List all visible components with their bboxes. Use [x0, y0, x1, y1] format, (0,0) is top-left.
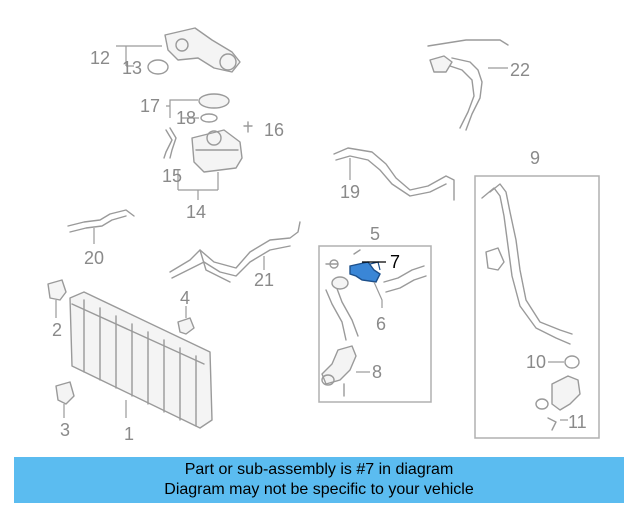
info-banner: Part or sub-assembly is #7 in diagram Di…: [14, 457, 624, 503]
callout-22[interactable]: 22: [510, 60, 530, 80]
coolant-flange-part-12[interactable]: [164, 27, 241, 73]
callout-19[interactable]: 19: [340, 182, 360, 202]
banner-line-2: Diagram may not be specific to your vehi…: [164, 481, 474, 498]
callout-12[interactable]: 12: [90, 48, 110, 68]
callout-3[interactable]: 3: [60, 420, 70, 440]
mount-part-2[interactable]: [47, 279, 67, 301]
callout-20[interactable]: 20: [84, 248, 104, 268]
callout-16[interactable]: 16: [264, 120, 284, 140]
callout-5[interactable]: 5: [370, 224, 380, 244]
bolt-part-16[interactable]: [243, 121, 253, 133]
callout-13[interactable]: 13: [122, 58, 142, 78]
callout-17[interactable]: 17: [140, 96, 160, 116]
group-box-9: [474, 175, 600, 439]
o-ring-part-10[interactable]: [564, 355, 580, 369]
callout-1[interactable]: 1: [124, 424, 134, 444]
flange-part-8[interactable]: [321, 345, 357, 397]
parts-diagram: 1 2 3 4 5 6 7 8 9 10 11 12 13 14 15 16 1…: [47, 27, 600, 444]
callout-2[interactable]: 2: [52, 320, 62, 340]
callout-18[interactable]: 18: [176, 108, 196, 128]
o-ring-part-13[interactable]: [147, 59, 169, 75]
seal-part-18[interactable]: [200, 113, 218, 123]
hose-part-9[interactable]: [481, 183, 573, 345]
callout-21[interactable]: 21: [254, 270, 274, 290]
hose-part-20[interactable]: [67, 209, 135, 233]
coolant-reservoir-part-14[interactable]: [191, 129, 243, 173]
reservoir-cap-part-17[interactable]: [198, 93, 230, 109]
callout-10[interactable]: 10: [526, 352, 546, 372]
bracket-part-4[interactable]: [177, 317, 195, 335]
callout-9[interactable]: 9: [530, 148, 540, 168]
callout-14[interactable]: 14: [186, 202, 206, 222]
coolant-flange-part-7[interactable]: [349, 261, 381, 283]
mount-part-3[interactable]: [55, 381, 75, 405]
callout-15[interactable]: 15: [162, 166, 182, 186]
banner-line-1: Part or sub-assembly is #7 in diagram: [184, 461, 454, 478]
hose-part-6[interactable]: [325, 265, 427, 341]
callout-6[interactable]: 6: [376, 314, 386, 334]
callout-8[interactable]: 8: [372, 362, 382, 382]
hose-part-22[interactable]: [427, 39, 509, 131]
callout-11[interactable]: 11: [568, 412, 587, 432]
hose-part-15[interactable]: [163, 127, 177, 159]
flange-part-11[interactable]: [535, 375, 581, 431]
callout-4[interactable]: 4: [180, 288, 190, 308]
group-box-5: [318, 245, 432, 403]
coolant-pipe-part-19[interactable]: [333, 147, 455, 201]
callout-7[interactable]: 7: [390, 252, 400, 272]
radiator-part-1[interactable]: [69, 291, 213, 429]
sensor-connector[interactable]: [325, 249, 361, 269]
coolant-pipe-part-21[interactable]: [169, 221, 301, 283]
